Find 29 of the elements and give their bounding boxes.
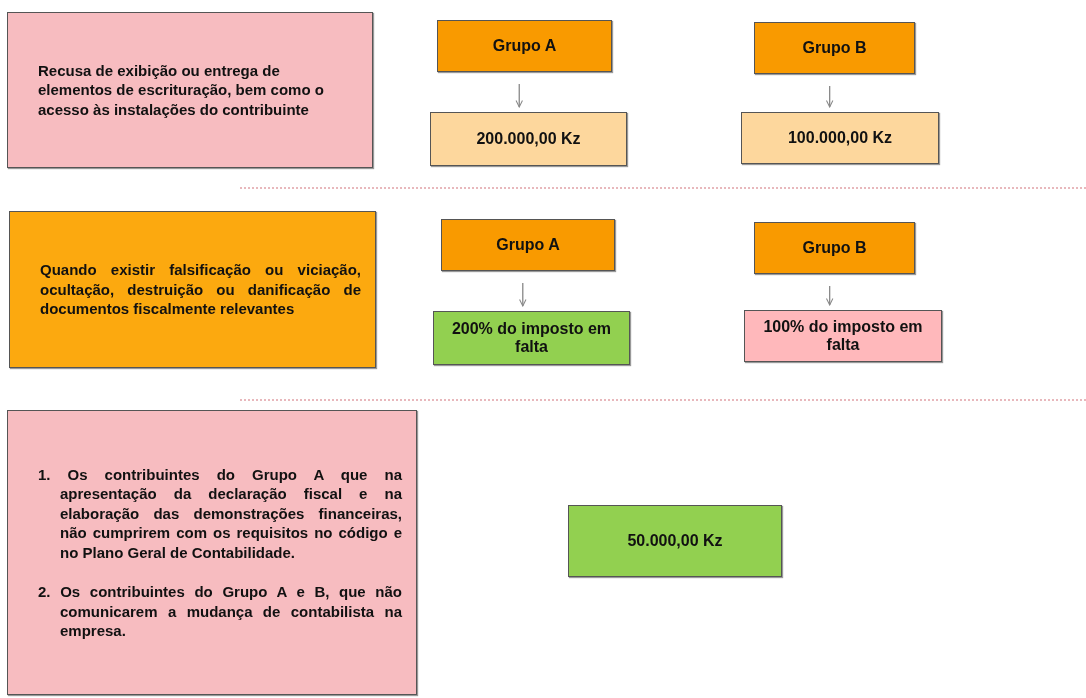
arrow [825, 85, 834, 108]
description-box [7, 410, 417, 695]
description-box [9, 211, 376, 368]
value-box [568, 505, 782, 577]
description-text: Quando existir falsificação ou viciação, ocultação, destruição ou danificação de documentos fiscalmente relevantes [40, 260, 361, 319]
group-box [437, 20, 612, 72]
group-box [754, 22, 915, 74]
arrow [515, 83, 523, 108]
box-label: 200% do imposto em falta [450, 320, 613, 356]
box-label: 100.000,00 Kz [787, 129, 893, 147]
value-box [430, 112, 627, 166]
box-label: Grupo B [802, 239, 867, 257]
group-box [441, 219, 615, 271]
list-item: 1. Os contribuintes do Grupo A que na apresentação da declaração fiscal e na elaboração das demonstrações financeiras, não cumprirem com os requisitos no código e no Plano Geral de Contabilidade. [38, 464, 402, 562]
value-box [433, 311, 630, 365]
box-label: Grupo B [802, 39, 867, 57]
description-text: Recusa de exibição ou entrega de elementos de escrituração, bem como o acesso às instalações do contribuinte [38, 60, 325, 120]
box-label: 50.000,00 Kz [627, 532, 723, 550]
description-box [7, 12, 373, 168]
box-label: 100% do imposto em falta [762, 318, 924, 354]
value-box [744, 310, 942, 362]
box-label: Grupo A [492, 37, 557, 55]
list-item: 2. Os contribuintes do Grupo A e B, que não comunicarem a mudança de contabilista na empresa. [38, 582, 402, 641]
group-box [754, 222, 915, 274]
arrow [825, 285, 834, 306]
arrow [519, 282, 527, 307]
value-box [741, 112, 939, 164]
box-label: 200.000,00 Kz [476, 130, 581, 148]
box-label: Grupo A [496, 236, 560, 254]
